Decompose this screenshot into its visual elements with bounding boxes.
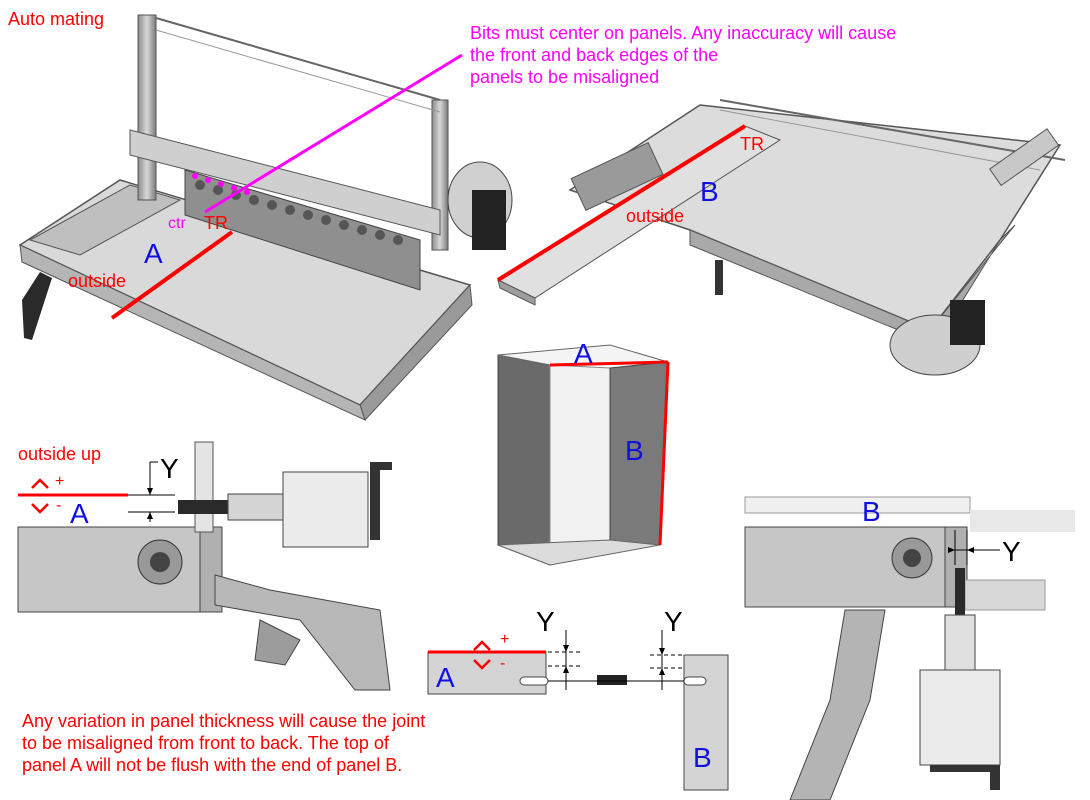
label-outside-a: outside <box>68 271 127 291</box>
label-y-center-left: Y <box>536 606 555 637</box>
label-panel-a-top: A <box>144 238 163 269</box>
note-thickness-line-2: to be misaligned from front to back. The… <box>22 733 389 753</box>
note-line-1: Bits must center on panels. Any inaccura… <box>470 23 897 43</box>
label-outside-up: outside up <box>18 444 102 464</box>
title-auto-mating: Auto mating <box>8 9 105 29</box>
note-line-2: the front and back edges of the <box>470 45 719 65</box>
note-thickness-line-1: Any variation in panel thickness will ca… <box>22 711 426 731</box>
label-plus-left: + <box>55 473 65 490</box>
label-minus-center: - <box>500 655 506 672</box>
label-panel-b-right: B <box>862 496 881 527</box>
label-box-b: B <box>625 435 644 466</box>
detail-center <box>427 630 729 791</box>
label-y-left: Y <box>160 453 179 484</box>
label-ctr: ctr <box>168 215 186 232</box>
machine-top-right <box>496 99 1066 376</box>
box-diagram <box>497 344 670 566</box>
label-box-a: A <box>574 338 593 369</box>
note-line-3: panels to be misaligned <box>470 67 660 87</box>
label-tr-b: TR <box>740 134 764 154</box>
detail-left <box>17 441 392 691</box>
label-panel-a-center: A <box>436 662 455 693</box>
label-panel-b-center: B <box>693 742 712 773</box>
note-thickness: Any variation in panel thickness will ca… <box>22 710 425 776</box>
label-plus-center: + <box>500 631 510 648</box>
label-panel-a-left: A <box>70 498 89 529</box>
note-bits-center: Bits must center on panels. Any inaccura… <box>470 22 896 88</box>
label-tr-a: TR <box>204 213 228 233</box>
label-outside-b: outside <box>626 206 685 226</box>
machine-top-left <box>18 14 513 421</box>
label-y-center-right: Y <box>664 606 683 637</box>
note-thickness-line-3: panel A will not be flush with the end o… <box>22 755 403 775</box>
detail-right <box>744 496 1075 800</box>
label-panel-b-top: B <box>700 176 719 207</box>
label-minus-left: - <box>56 497 62 514</box>
label-y-right: Y <box>1002 536 1021 567</box>
